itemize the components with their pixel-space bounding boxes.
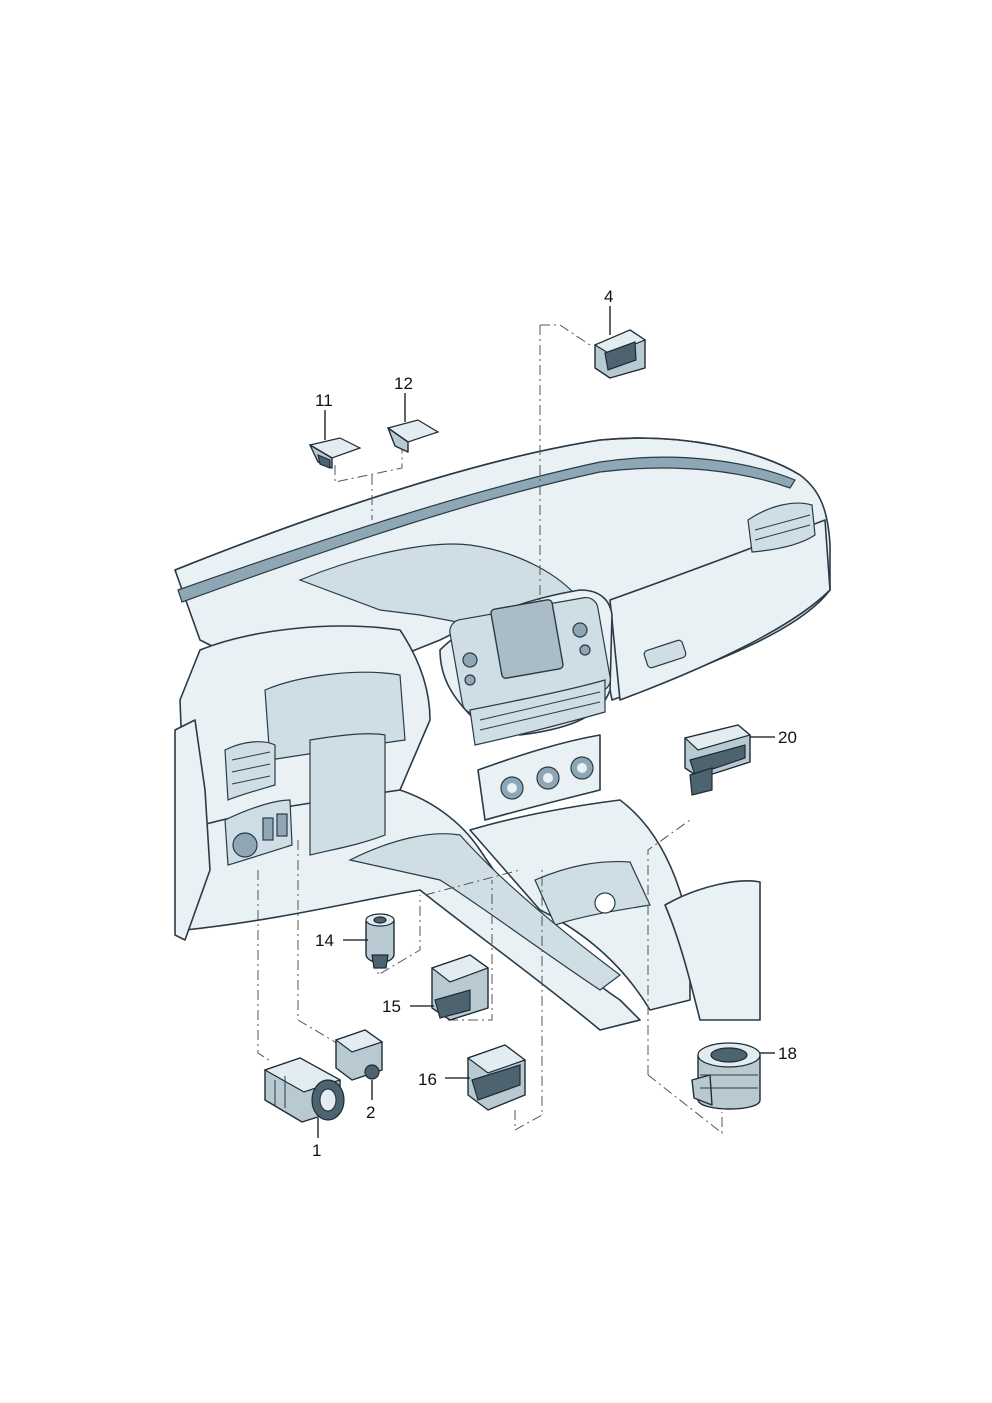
callout-14: 14 — [315, 931, 334, 950]
part-14-socket — [365, 913, 395, 969]
callout-15: 15 — [382, 997, 401, 1016]
part-12-cover — [386, 419, 440, 453]
part-20-switch — [683, 724, 752, 796]
callout-11: 11 — [315, 391, 333, 410]
callout-labels: 1 2 4 11 12 14 15 16 18 20 — [312, 287, 797, 1160]
part-15-switch — [430, 954, 490, 1021]
part-4-switch — [593, 329, 647, 379]
part-2-switch — [334, 1029, 384, 1081]
part-11-cover — [308, 437, 362, 469]
callout-leaders — [317, 306, 775, 1138]
callout-12: 12 — [394, 374, 413, 393]
callout-20: 20 — [778, 728, 797, 747]
part-16-switch — [466, 1044, 527, 1111]
callout-2: 2 — [366, 1103, 375, 1122]
part-18-socket — [691, 1042, 761, 1110]
part-1-light-switch — [263, 1057, 345, 1123]
callout-4: 4 — [604, 287, 613, 306]
callout-18: 18 — [778, 1044, 797, 1063]
callout-16: 16 — [418, 1070, 437, 1089]
dashboard-illustration — [174, 437, 831, 1031]
callout-1: 1 — [312, 1141, 321, 1160]
